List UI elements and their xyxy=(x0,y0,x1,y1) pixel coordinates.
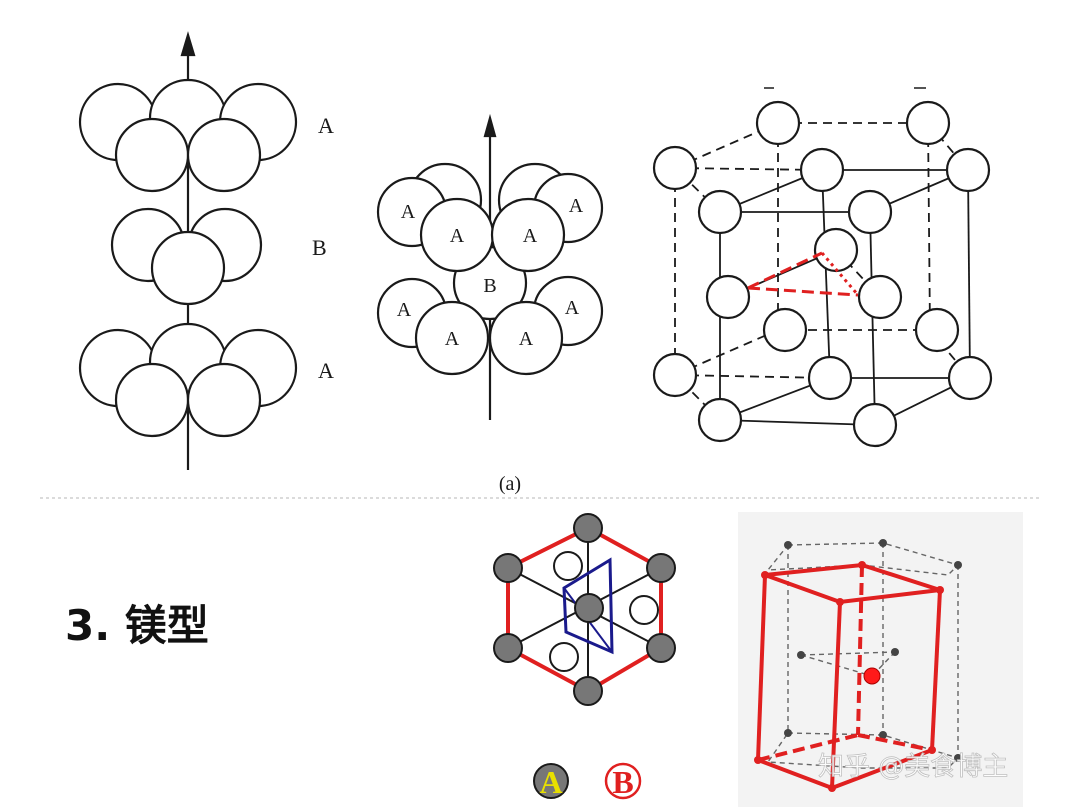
sphere-label: A xyxy=(523,225,538,247)
layer-label-bot: A xyxy=(318,358,334,383)
interior-atom xyxy=(863,667,881,685)
labeled-cluster-diagram xyxy=(376,113,604,420)
sphere-label: A xyxy=(397,299,412,321)
axis-arrowhead xyxy=(180,31,196,57)
legend: A B xyxy=(533,762,642,800)
unit-cell-view xyxy=(738,512,1023,807)
sphere-label: A xyxy=(519,328,534,350)
layer-stack-diagram xyxy=(78,31,298,470)
sphere-label: A xyxy=(401,201,416,223)
legend-a-label: A xyxy=(539,764,562,800)
sphere-label: A xyxy=(569,195,584,217)
lattice-atoms xyxy=(652,100,993,448)
legend-a-swatch xyxy=(533,763,569,799)
sphere-label: A xyxy=(565,297,580,319)
layer-label-top: A xyxy=(318,113,334,138)
cluster-axis-arrowhead xyxy=(483,113,497,138)
section-title: 3. 镁型 xyxy=(65,601,209,650)
sphere-label: A xyxy=(450,225,465,247)
legend-b-label: B xyxy=(612,764,633,800)
sphere-label: A xyxy=(445,328,460,350)
watermark: 知乎 @美食博主 xyxy=(818,752,1008,782)
figure-caption: (a) xyxy=(499,473,521,495)
sphere-label: B xyxy=(483,275,496,297)
legend-b-swatch xyxy=(604,762,642,800)
unit-cell-background xyxy=(738,512,1023,807)
layer-label-mid: B xyxy=(312,235,327,260)
hexagon-top-view xyxy=(493,513,676,706)
red-triangle-marker xyxy=(747,251,860,297)
